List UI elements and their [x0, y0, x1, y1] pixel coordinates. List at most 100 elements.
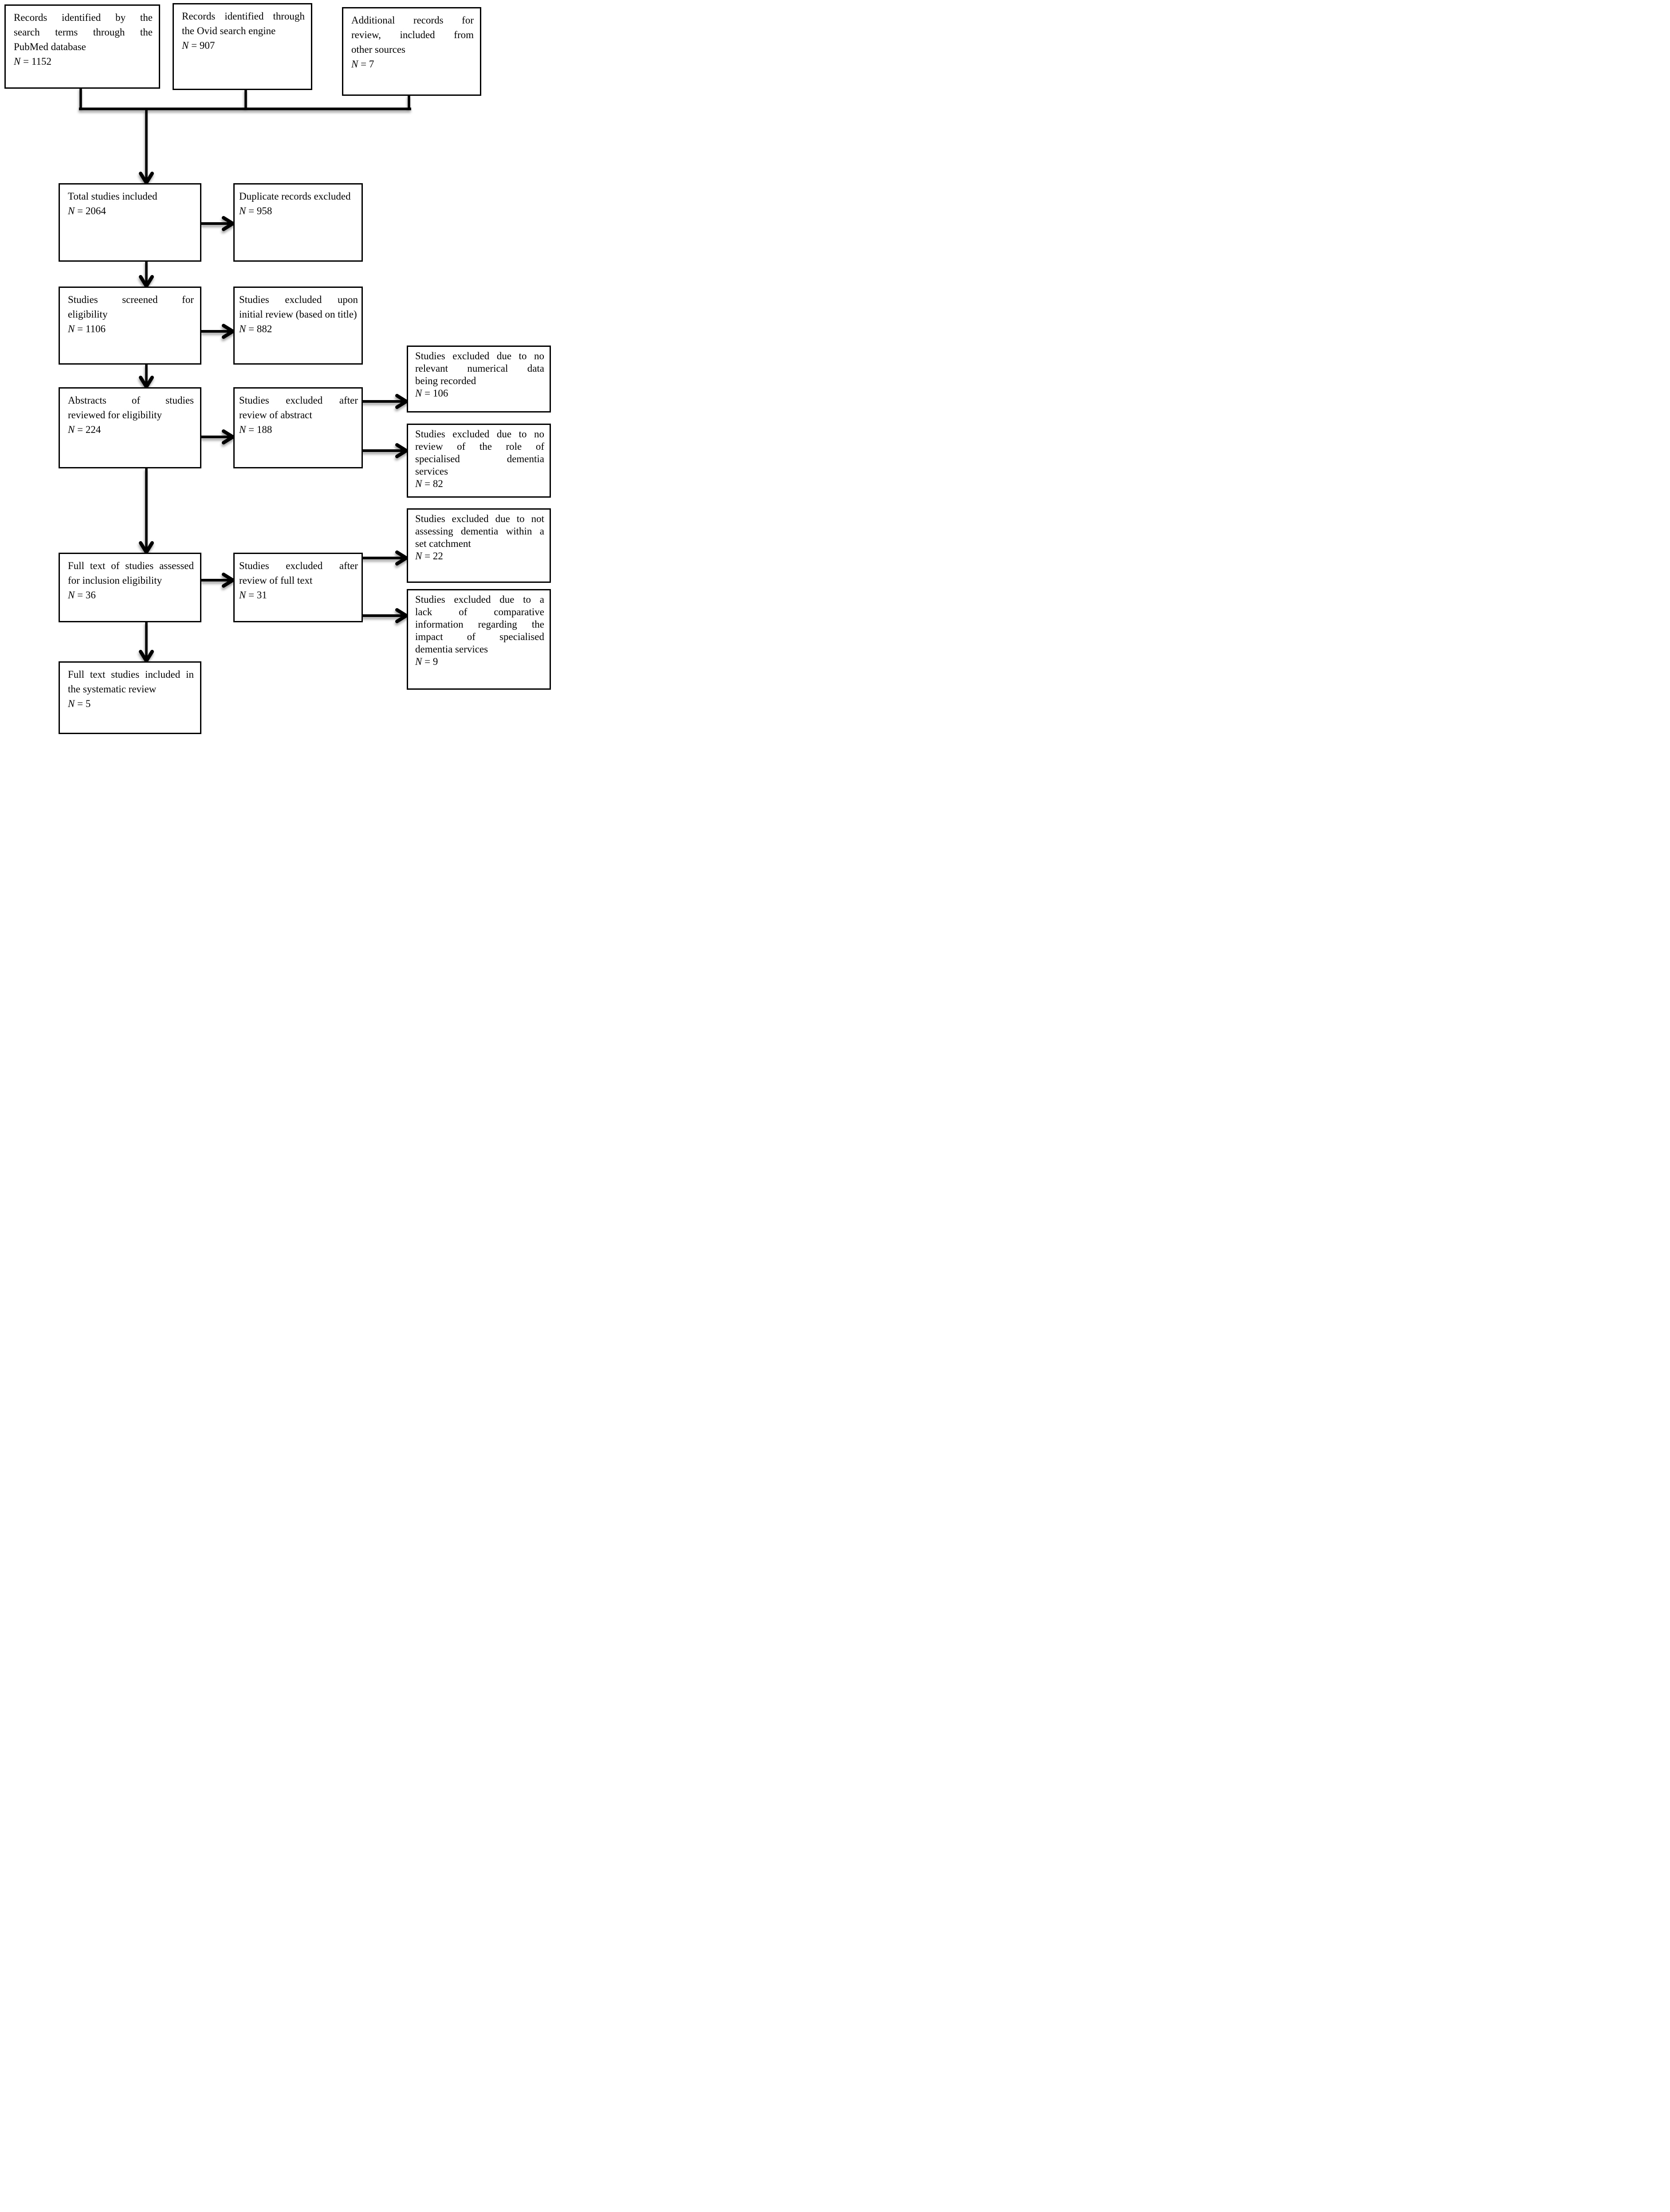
n-count: N = 22 [415, 550, 443, 562]
box-text-line: other sources [351, 44, 405, 55]
arrow-to-no-numerical-data [362, 394, 408, 409]
box-text-line: Full text studies included in [68, 669, 194, 680]
box-text-line: Additional records for [351, 15, 474, 26]
box-abstracts-reviewed: Abstracts of studies reviewed for eligibi… [59, 387, 201, 468]
n-count: N = 7 [351, 59, 374, 70]
prisma-flow-diagram: Records identified by the search terms th… [0, 0, 557, 737]
box-text-line: Records identified by the [14, 12, 153, 23]
box-text-line: eligibility [68, 309, 108, 320]
arrow-screened-to-excluded-title [201, 324, 235, 339]
box-text-line: Studies excluded due to no [415, 428, 544, 440]
n-count: N = 188 [239, 424, 272, 435]
box-text-line: Studies excluded upon [239, 294, 358, 305]
n-count: N = 958 [239, 205, 272, 216]
n-count: N = 106 [415, 388, 448, 399]
box-text-line: review of the role of [415, 441, 544, 452]
arrow-head-icon [395, 608, 408, 623]
box-text-line: PubMed database [14, 41, 86, 52]
box-text-line: search terms through the [14, 27, 153, 38]
box-text-line: specialised dementia [415, 453, 544, 464]
box-studies-screened: Studies screened for eligibility N = 1106 [59, 287, 201, 365]
box-text-line: the Ovid search engine [182, 25, 276, 36]
box-text-line: impact of specialised [415, 631, 544, 642]
box-text-line: lack of comparative [415, 606, 544, 617]
n-count: N = 2064 [68, 205, 106, 216]
box-text-line: review, included from [351, 29, 474, 40]
arrow-head-icon [139, 376, 154, 389]
arrow-head-icon [222, 573, 235, 588]
box-total-studies-included: Total studies included N = 2064 [59, 183, 201, 262]
arrow-head-icon [139, 650, 154, 663]
box-text-line: Duplicate records excluded [239, 191, 351, 202]
box-text-line: for inclusion eligibility [68, 575, 162, 586]
box-duplicates-excluded: Duplicate records excluded N = 958 [233, 183, 363, 262]
box-text-line: Full text of studies assessed [68, 560, 194, 571]
box-text-line: Total studies included [68, 191, 157, 202]
box-text-line: assessing dementia within a [415, 526, 544, 537]
box-text-line: Studies excluded after [239, 395, 358, 406]
arrow-head-icon [395, 550, 408, 566]
box-text-line: information regarding the [415, 619, 544, 630]
box-text-line: review of full text [239, 575, 313, 586]
arrow-head-icon [139, 541, 154, 554]
box-text-line: Studies excluded after [239, 560, 358, 571]
box-text-line: Studies excluded due to a [415, 594, 544, 605]
box-records-ovid: Records identified through the Ovid searc… [173, 3, 312, 90]
box-excluded-after-fulltext: Studies excluded after review of full tex… [233, 553, 363, 622]
box-text-line: Studies excluded due to no [415, 350, 544, 361]
arrow-total-to-duplicates [201, 216, 235, 231]
n-count: N = 882 [239, 323, 272, 334]
n-count: N = 1152 [14, 56, 51, 67]
n-count: N = 907 [182, 40, 215, 51]
arrow-to-no-role-review [362, 443, 408, 458]
n-count: N = 31 [239, 589, 267, 601]
down-arrow-to-screened [139, 261, 154, 288]
down-arrow-to-abstracts [139, 364, 154, 389]
n-count: N = 1106 [68, 323, 106, 334]
n-count: N = 224 [68, 424, 101, 435]
box-text-line: Studies screened for [68, 294, 194, 305]
arrow-head-icon [395, 443, 408, 458]
box-records-pubmed: Records identified by the search terms th… [4, 4, 160, 89]
box-text-line: Abstracts of studies [68, 395, 194, 406]
down-arrow-to-fulltext [139, 468, 154, 554]
box-text-line: dementia services [415, 644, 488, 655]
arrow-to-no-comparative-info [362, 608, 408, 623]
down-arrow-to-included [139, 622, 154, 663]
box-text-line: initial review (based on title) [239, 309, 357, 320]
arrow-head-icon [395, 394, 408, 409]
box-records-other-sources: Additional records for review, included f… [342, 7, 481, 96]
arrow-fulltext-to-excluded-fulltext [201, 573, 235, 588]
box-excluded-no-numerical-data: Studies excluded due to no relevant numer… [407, 346, 551, 413]
box-excluded-after-abstract: Studies excluded after review of abstract… [233, 387, 363, 468]
flow-connectors [79, 87, 411, 663]
box-text-line: Records identified through [182, 11, 305, 22]
box-fulltext-assessed: Full text of studies assessed for inclusi… [59, 553, 201, 622]
arrow-head-icon [222, 324, 235, 339]
box-text-line: Studies excluded due to not [415, 513, 544, 524]
box-text-line: review of abstract [239, 409, 312, 420]
arrow-to-no-catchment [362, 550, 408, 566]
box-excluded-initial-review: Studies excluded upon initial review (bas… [233, 287, 363, 365]
arrow-head-icon [222, 216, 235, 231]
merge-connector [79, 87, 411, 110]
box-included-in-systematic-review: Full text studies included in the systema… [59, 661, 201, 734]
arrow-head-icon [139, 275, 154, 288]
arrow-abstracts-to-excluded-abstract [201, 429, 235, 444]
n-count: N = 5 [68, 698, 91, 709]
n-count: N = 9 [415, 656, 438, 667]
arrow-head-icon [139, 172, 154, 185]
arrow-head-icon [222, 429, 235, 444]
box-text-line: reviewed for eligibility [68, 409, 162, 420]
box-excluded-no-catchment: Studies excluded due to not assessing dem… [407, 508, 551, 583]
n-count: N = 82 [415, 478, 443, 489]
box-text-line: services [415, 466, 448, 477]
box-text-line: set catchment [415, 538, 471, 549]
n-count: N = 36 [68, 589, 96, 601]
box-text-line: being recorded [415, 375, 476, 386]
box-text-line: relevant numerical data [415, 363, 544, 374]
down-arrow-to-total [139, 109, 154, 185]
box-text-line: the systematic review [68, 684, 157, 695]
